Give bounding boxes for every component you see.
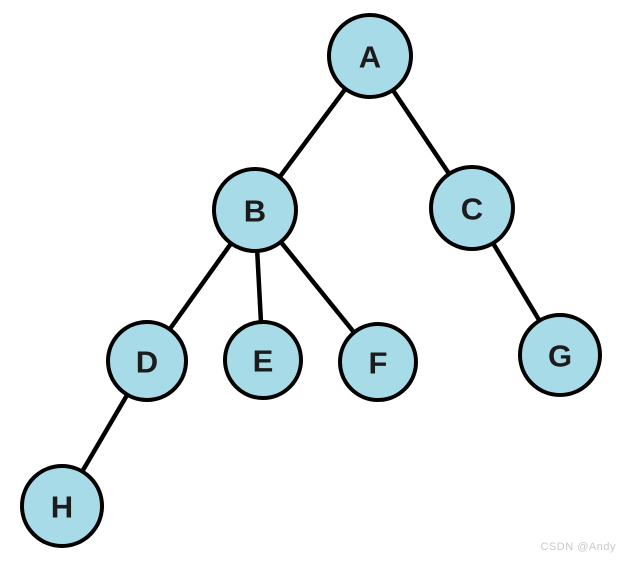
node-label-H: H — [51, 490, 73, 525]
node-circle-H — [20, 464, 104, 548]
node-label-F: F — [369, 346, 388, 381]
node-circle-E — [223, 320, 303, 400]
node-E: E — [223, 320, 303, 400]
node-label-G: G — [548, 339, 572, 374]
node-label-D: D — [136, 345, 158, 380]
node-F: F — [338, 322, 418, 402]
node-C: C — [429, 165, 515, 251]
node-B: B — [212, 167, 298, 253]
node-G: G — [518, 313, 602, 397]
node-H: H — [20, 464, 104, 548]
node-D: D — [106, 320, 188, 402]
node-label-E: E — [253, 344, 274, 379]
node-A: A — [327, 13, 413, 99]
node-circle-F — [338, 322, 418, 402]
node-label-C: C — [461, 192, 483, 227]
node-label-A: A — [359, 40, 381, 75]
watermark: CSDN @Andy — [540, 541, 616, 553]
node-circle-B — [212, 167, 298, 253]
node-circle-C — [429, 165, 515, 251]
node-circle-G — [518, 313, 602, 397]
node-circle-D — [106, 320, 188, 402]
node-label-B: B — [244, 194, 266, 229]
node-circle-A — [327, 13, 413, 99]
